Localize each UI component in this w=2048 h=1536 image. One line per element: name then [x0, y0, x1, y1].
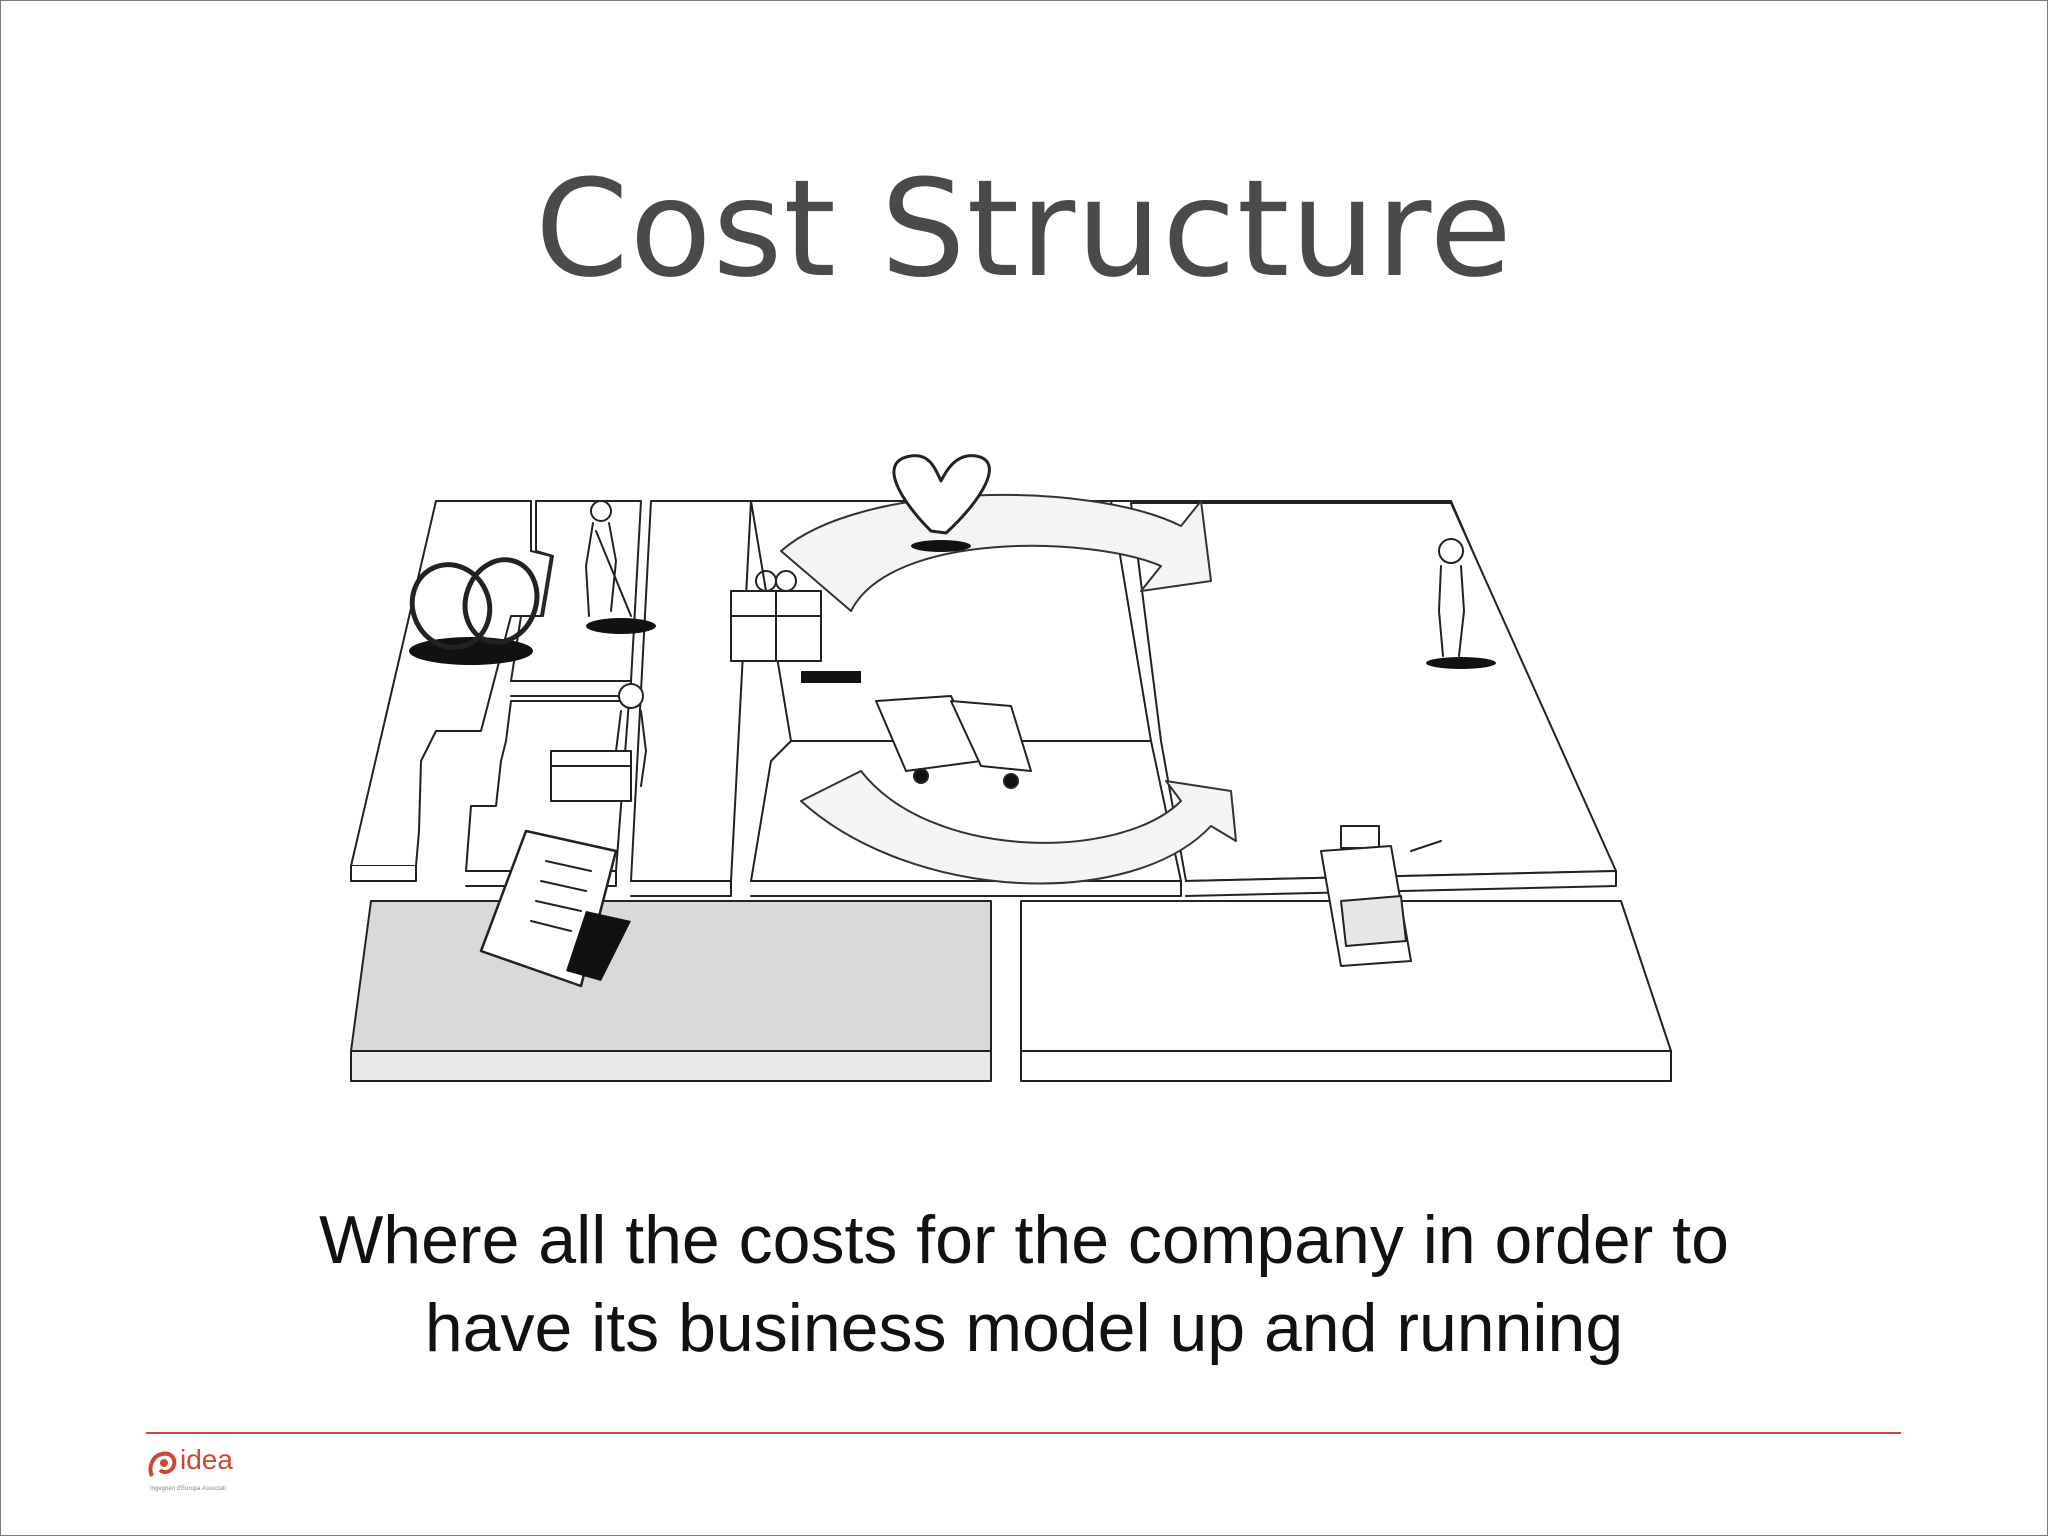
invoice-icon [479, 829, 631, 988]
logo-mark-icon [148, 1451, 177, 1477]
key-activities-block [510, 500, 642, 697]
page-title: Cost Structure [535, 151, 1513, 307]
revenue-streams-block [1020, 900, 1672, 1082]
rings-icon [409, 557, 540, 665]
truck-icon [875, 695, 1032, 789]
logo-tagline: Ingegneri d'Europa Associati [150, 1486, 226, 1492]
worker-with-box-icon [550, 683, 647, 802]
gift-icon [730, 570, 861, 683]
logo-text: idea [180, 1444, 233, 1475]
subtitle-line-1: Where all the costs for the company in o… [319, 1202, 1729, 1278]
heart-icon [892, 454, 991, 552]
footer-divider [146, 1432, 1901, 1434]
cash-register-icon [1320, 825, 1442, 967]
subtitle: Where all the costs for the company in o… [1, 1196, 2047, 1372]
customer-segments-block [1110, 500, 1617, 897]
idea-logo: idea Ingegneri d'Europa Associati [146, 1444, 306, 1498]
business-model-canvas-illustration [350, 454, 1672, 1082]
worker-digging-icon [585, 500, 656, 634]
customer-person-icon [1426, 538, 1496, 669]
subtitle-line-2: have its business model up and running [424, 1290, 1624, 1366]
cost-structure-block [350, 900, 992, 1082]
value-proposition-block [630, 500, 752, 897]
key-partners-block [350, 500, 552, 882]
